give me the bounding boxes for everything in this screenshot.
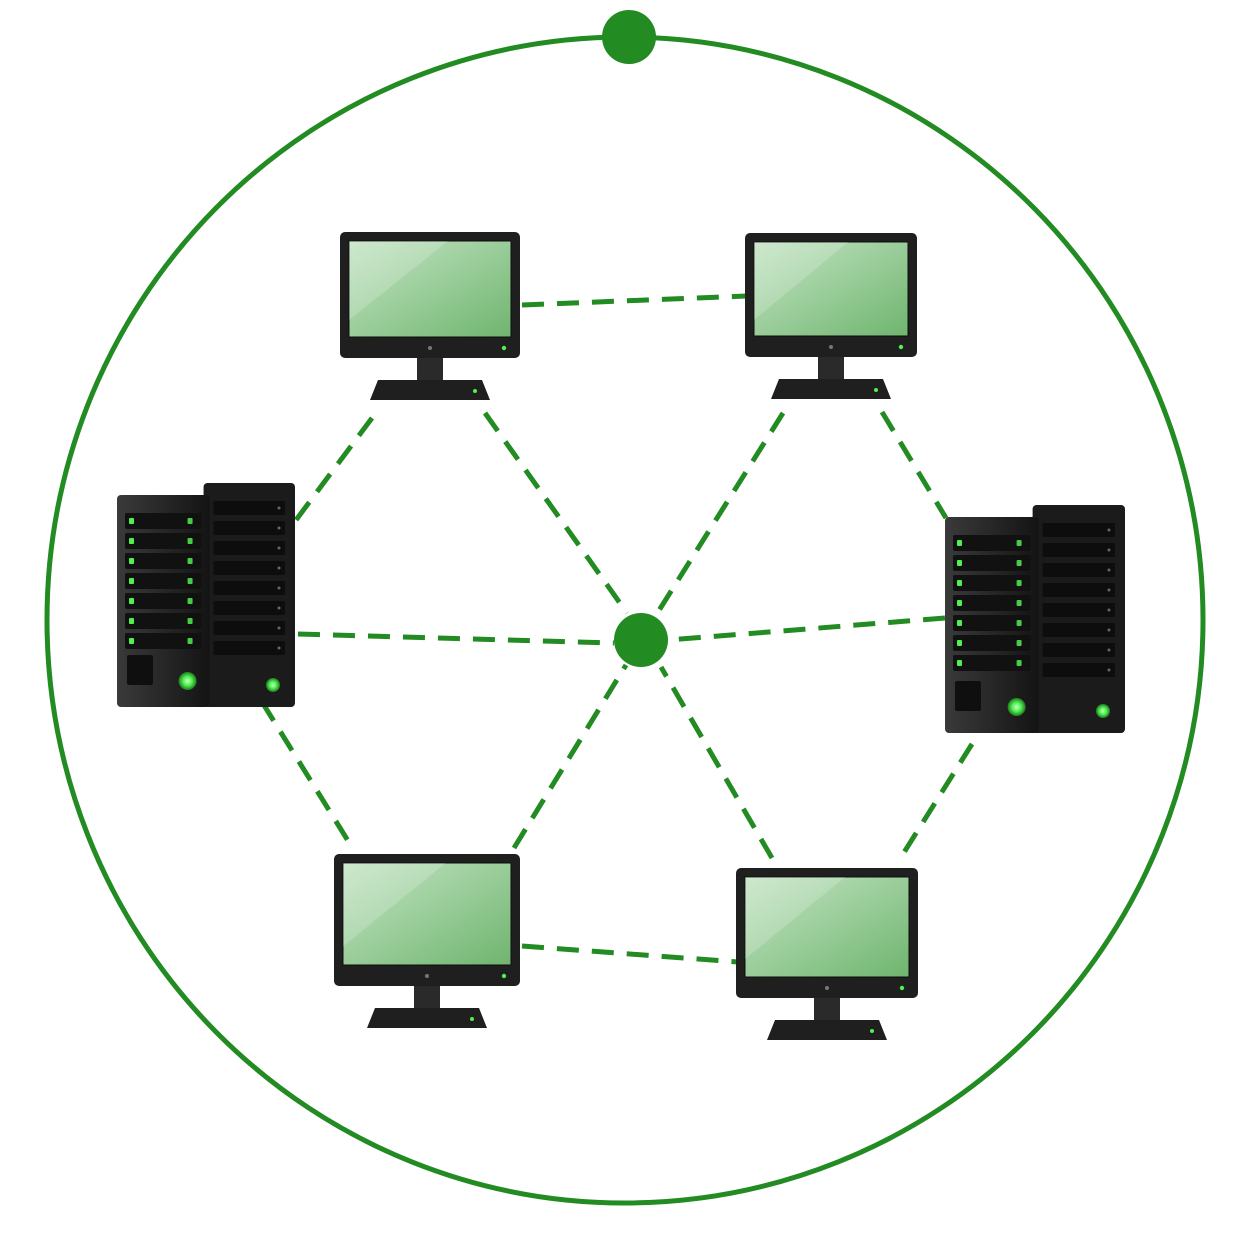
link-monitor-top-right-to-server-right <box>879 410 949 520</box>
link-monitor-bottom-right-to-hub <box>658 665 775 860</box>
link-monitor-top-left-to-hub <box>482 411 630 615</box>
monitor-icon <box>340 232 520 400</box>
monitor-icon <box>745 233 917 399</box>
server-tower-icon <box>945 505 1125 733</box>
link-monitor-top-right-to-hub <box>655 411 786 614</box>
server-right <box>945 505 1125 733</box>
hub <box>614 613 668 667</box>
hub-dot <box>614 613 668 667</box>
link-monitor-top-left-to-monitor-top-right <box>521 293 747 308</box>
monitor-bottom-left <box>334 854 520 1028</box>
monitor-top-right <box>745 233 917 399</box>
monitor-icon <box>334 854 520 1028</box>
link-server-left-to-hub <box>297 631 615 646</box>
monitor-top-left <box>340 232 520 400</box>
link-monitor-bottom-left-to-hub <box>511 663 629 850</box>
link-server-right-to-hub <box>667 615 946 643</box>
monitor-icon <box>736 868 918 1040</box>
link-server-right-to-monitor-bottom-right <box>895 742 975 864</box>
ring-node <box>602 10 656 64</box>
monitor-bottom-right <box>736 868 918 1040</box>
server-tower-icon <box>117 483 295 707</box>
link-monitor-bottom-left-to-monitor-bottom-right <box>521 943 739 965</box>
link-server-left-to-monitor-bottom-left <box>259 700 353 846</box>
ring-dot <box>602 10 656 64</box>
server-left <box>117 483 295 707</box>
link-monitor-top-left-to-server-left <box>293 416 375 522</box>
